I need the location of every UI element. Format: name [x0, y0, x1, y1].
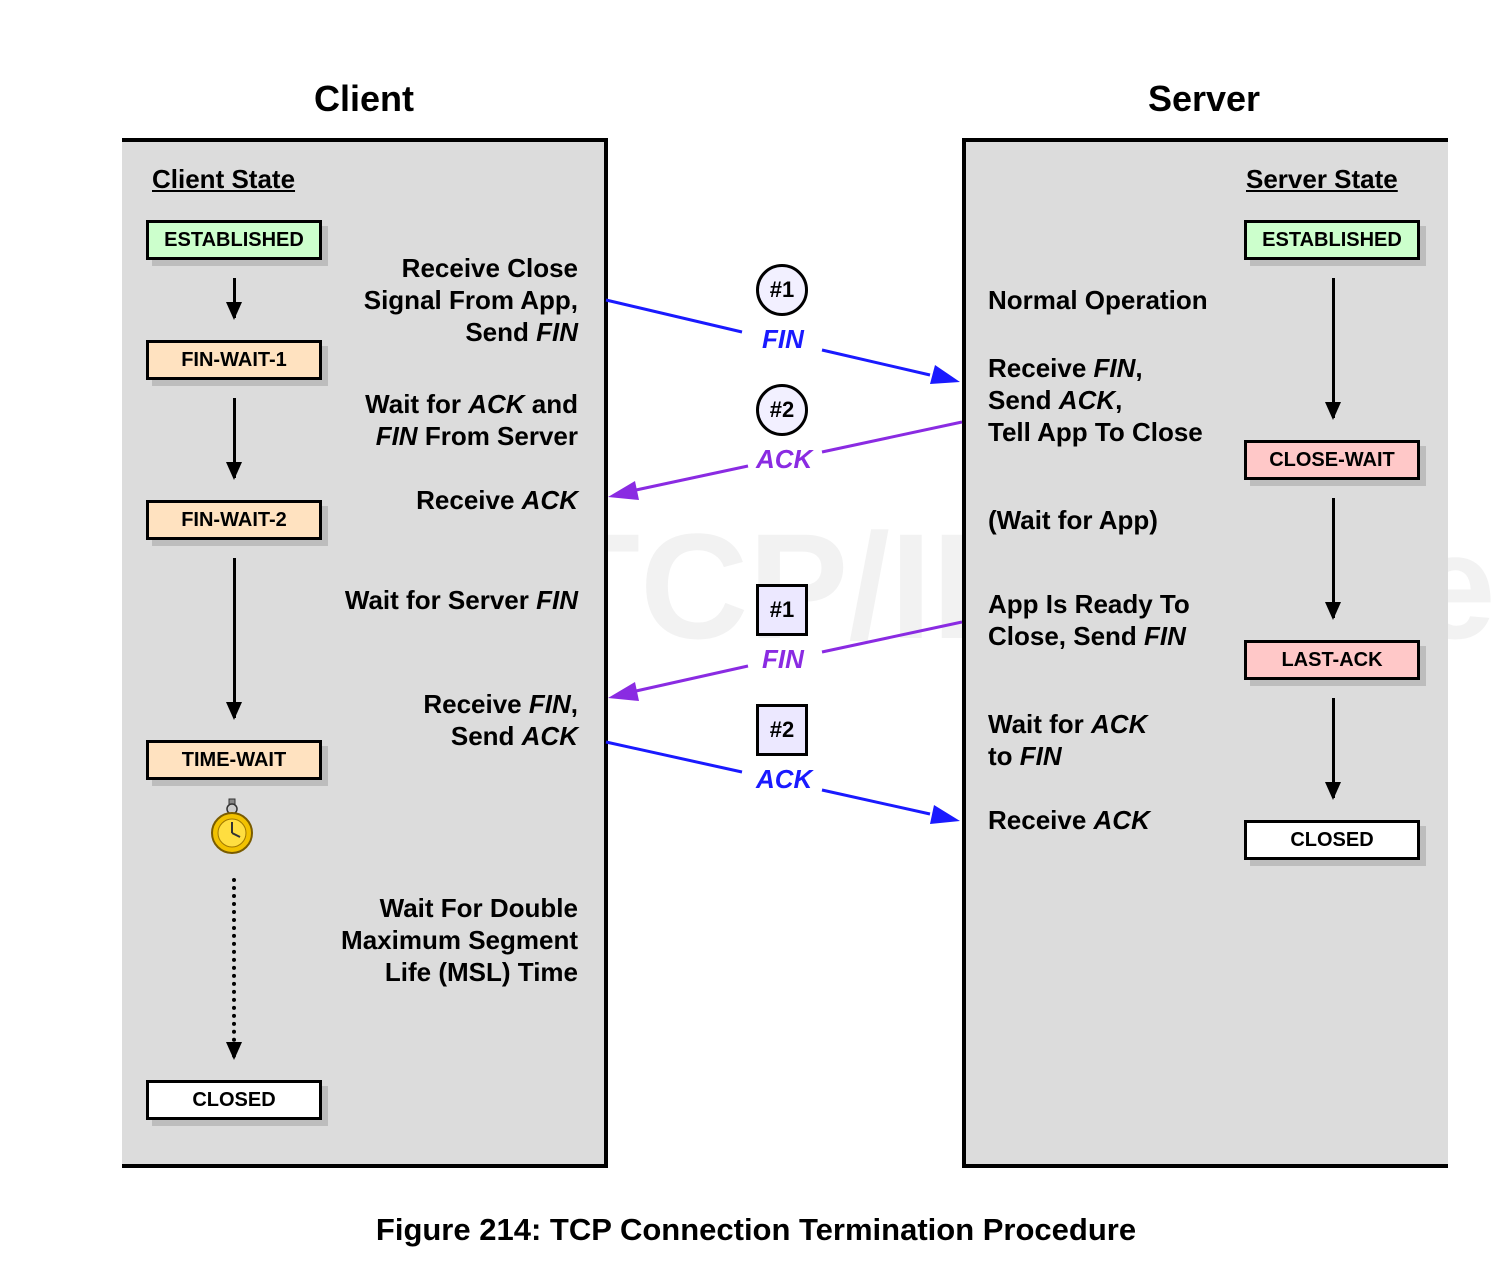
client-desc-receive-close: Receive Close Signal From App, Send FIN — [363, 253, 578, 347]
server-state-closed: CLOSED — [1244, 820, 1420, 860]
segment-badge-1: #1 — [756, 264, 808, 316]
segment-fin-3-head — [608, 682, 639, 701]
client-desc-wait-double-msl: Wait For Double Maximum Segment Life (MS… — [341, 893, 578, 987]
segment-label-1: FIN — [762, 324, 804, 354]
figure-caption: Figure 214: TCP Connection Termination P… — [375, 1212, 1137, 1247]
server-state-established: ESTABLISHED — [1244, 220, 1420, 260]
segment-ack-2-line-a — [821, 420, 963, 454]
client-arrow-1 — [226, 278, 242, 320]
segment-fin-1-head — [930, 365, 960, 384]
segment-ack-4-line-a — [605, 740, 743, 774]
server-arrow-2 — [1325, 498, 1341, 620]
segment-label-2: ACK — [756, 444, 813, 474]
segment-label-4: ACK — [756, 764, 813, 794]
segment-badge-3: #1 — [756, 584, 808, 636]
segment-label-3: FIN — [762, 644, 804, 674]
server-state-heading: Server State — [1246, 164, 1398, 194]
client-arrow-2 — [226, 398, 242, 480]
client-state-established: ESTABLISHED — [146, 220, 322, 260]
server-desc-wait-app: (Wait for App) — [988, 505, 1158, 535]
segment-fin-1-line-a — [605, 298, 743, 334]
server-state-last-ack: LAST-ACK — [1244, 640, 1420, 680]
server-desc-app-ready: App Is Ready To Close, Send FIN — [988, 589, 1190, 651]
client-title: Client — [313, 78, 414, 119]
segment-ack-4-head — [930, 805, 960, 824]
server-arrow-1 — [1325, 278, 1341, 420]
server-desc-wait-ack-fin: Wait for ACK to FIN — [988, 709, 1148, 771]
client-desc-receive-ack: Receive ACK — [416, 485, 578, 515]
server-title: Server — [1147, 78, 1261, 119]
server-desc-receive-ack: Receive ACK — [988, 805, 1150, 835]
client-state-time-wait: TIME-WAIT — [146, 740, 322, 780]
server-state-close-wait: CLOSE-WAIT — [1244, 440, 1420, 480]
client-arrow-3 — [226, 558, 242, 720]
client-desc-wait-server-fin: Wait for Server FIN — [344, 585, 578, 615]
client-desc-wait-ack-fin: Wait for ACK and FIN From Server — [365, 389, 578, 451]
segment-badge-2: #2 — [756, 384, 808, 436]
client-state-closed: CLOSED — [146, 1080, 322, 1120]
client-panel — [122, 138, 608, 1168]
server-arrow-3 — [1325, 698, 1341, 800]
client-desc-receive-fin: Receive FIN, Send ACK — [423, 689, 578, 751]
client-state-fin-wait-2: FIN-WAIT-2 — [146, 500, 322, 540]
segment-fin-1-line-b — [821, 348, 931, 377]
segment-badge-4: #2 — [756, 704, 808, 756]
server-desc-normal: Normal Operation — [988, 285, 1208, 315]
segment-ack-2-head — [608, 481, 639, 500]
segment-ack-2-line-b — [635, 464, 749, 492]
server-desc-receive-fin: Receive FIN, Send ACK, Tell App To Close — [988, 353, 1203, 447]
segment-ack-4-line-b — [821, 788, 931, 816]
client-state-heading: Client State — [152, 164, 296, 194]
client-state-fin-wait-1: FIN-WAIT-1 — [146, 340, 322, 380]
client-arrow-dotted — [226, 878, 242, 1060]
